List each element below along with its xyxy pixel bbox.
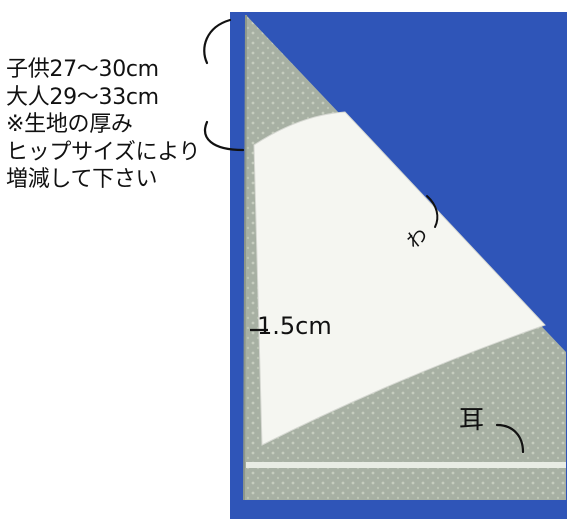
fabric-left-edge	[243, 14, 247, 501]
fold-arc-icon	[426, 195, 439, 228]
selvedge-strip	[246, 462, 566, 468]
selvedge-label: 耳	[459, 405, 485, 434]
seam-allowance-label: 1.5cm	[257, 312, 332, 340]
selvedge-arc-icon	[495, 423, 525, 454]
note-line: 大人29〜33cm	[6, 84, 159, 110]
paper-pattern	[253, 111, 546, 446]
note-line: 子供27〜30cm	[6, 57, 159, 82]
note-line: ヒップサイズにより	[6, 139, 201, 165]
note-line: 増減して下さい	[6, 167, 158, 192]
bracket-top-icon	[203, 18, 232, 65]
bracket-bottom-icon	[204, 120, 245, 152]
waist-size-note: 子供27〜30cm 大人29〜33cm ※生地の厚み ヒップサイズにより 増減し…	[6, 56, 201, 194]
note-line: ※生地の厚み	[6, 112, 133, 137]
